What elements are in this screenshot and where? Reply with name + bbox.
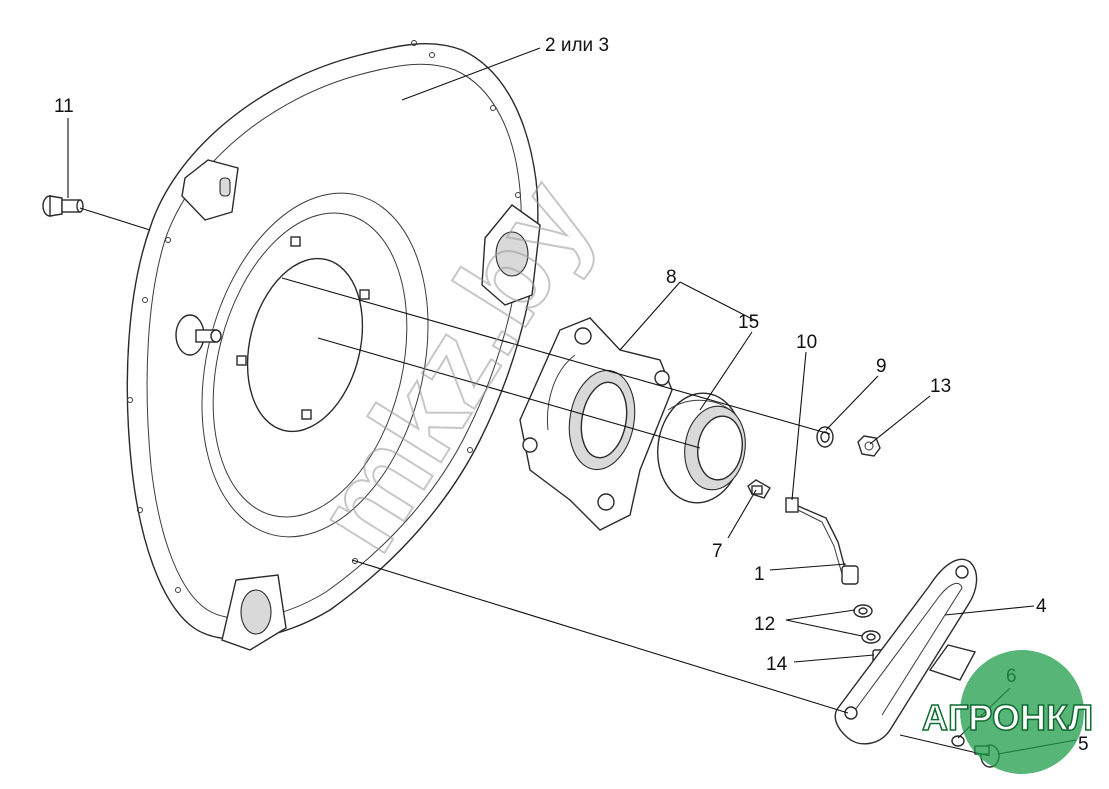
label-14: 14 <box>766 654 788 675</box>
label-13: 13 <box>930 376 951 397</box>
washer-6 <box>951 735 965 747</box>
label-11: 11 <box>54 96 74 117</box>
fitting-7 <box>747 479 771 499</box>
label-5: 5 <box>1078 734 1089 755</box>
assembly-axes <box>79 207 991 757</box>
label-7: 7 <box>712 541 723 562</box>
leader-lines <box>67 47 1077 755</box>
cover-plate-4 <box>834 558 978 745</box>
hose-10 <box>785 497 799 513</box>
washers-12 <box>853 604 881 644</box>
housing-plate <box>126 40 541 651</box>
part-labels: 11 2 или 3 8 15 10 9 13 7 1 4 12 14 6 5 <box>54 35 1089 755</box>
tube-1 <box>797 505 859 585</box>
bolt-11 <box>42 195 84 217</box>
label-4: 4 <box>1036 596 1047 617</box>
label-15: 15 <box>738 312 759 333</box>
bearing-housing <box>519 317 673 531</box>
label-12: 12 <box>754 614 775 635</box>
washer-9 <box>816 426 834 448</box>
label-8: 8 <box>666 267 677 288</box>
label-10: 10 <box>796 332 817 353</box>
perimeter-holes <box>127 40 521 593</box>
label-2-or-3: 2 или 3 <box>545 35 609 56</box>
logo-text: АГРОНКЛ <box>922 697 1093 738</box>
agronkl-logo: АГРОНКЛ <box>921 650 1094 774</box>
label-9: 9 <box>876 356 887 377</box>
label-1: 1 <box>754 564 765 585</box>
